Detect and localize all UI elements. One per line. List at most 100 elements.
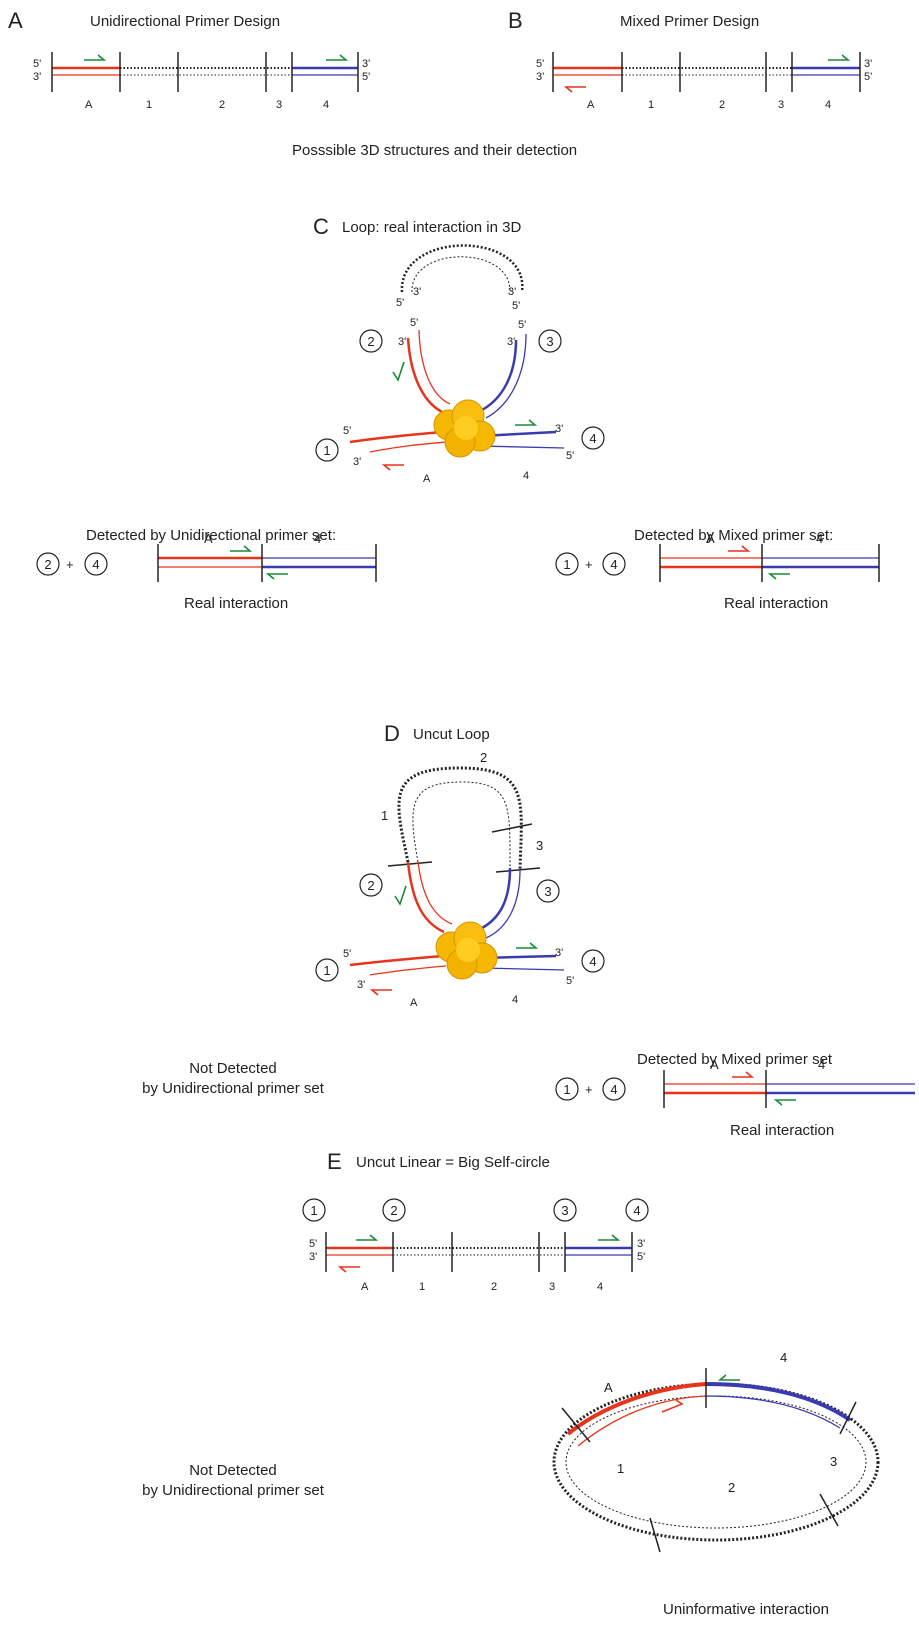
segment-label: 4 [816, 531, 823, 546]
panel-a-title: Unidirectional Primer Design [90, 13, 280, 30]
three-prime-label: 3' [33, 71, 41, 83]
three-prime-label: 3' [309, 1251, 317, 1263]
five-prime-label: 5' [343, 948, 351, 960]
site-number-badge [359, 329, 383, 353]
cut-site-tick [491, 823, 533, 833]
forward-primer-arrow [326, 54, 349, 61]
red-segment-a [349, 430, 443, 444]
five-prime-label: 5' [396, 297, 404, 309]
segment-label: 4 [512, 994, 518, 1006]
site-number: 4 [610, 1082, 617, 1097]
five-prime-label: 5' [33, 58, 41, 70]
five-prime-label: 5' [343, 425, 351, 437]
site-number: 4 [589, 954, 596, 969]
circle-red-segment-a [566, 1382, 707, 1436]
site-number-badge [581, 949, 605, 973]
site-number-badge [359, 873, 383, 897]
red-segment-a [369, 965, 447, 976]
figure-subtitle: Posssible 3D structures and their detect… [292, 142, 577, 159]
primer-arrow [394, 885, 407, 906]
blue-arm-strand [477, 867, 512, 932]
circle-red-segment-a [577, 1395, 707, 1447]
segment-label: 1 [381, 808, 388, 823]
segment-label: 4 [780, 1350, 787, 1365]
circle-blue-segment-4 [705, 1382, 852, 1422]
three-prime-label: 3' [353, 456, 361, 468]
segment-label: 3 [276, 99, 282, 111]
cut-site-tick [819, 1493, 839, 1527]
forward-primer-arrow [728, 545, 751, 552]
segment-label: 2 [728, 1480, 735, 1495]
red-arm-strand [406, 861, 445, 934]
segment-label: 2 [491, 1281, 497, 1293]
segment-label: 2 [480, 750, 487, 765]
segment-label: A [423, 473, 431, 485]
circle-blue-segment-4 [705, 1395, 841, 1429]
segment-label: 3 [536, 838, 543, 853]
plus-sign: + [585, 557, 593, 572]
five-prime-label: 5' [512, 300, 520, 312]
site-number: 4 [633, 1203, 640, 1218]
real-interaction-label: Real interaction [724, 595, 828, 612]
site-number-badge [602, 552, 626, 576]
segment-label: 2 [219, 99, 225, 111]
five-prime-label: 5' [637, 1251, 645, 1263]
panel-b: B Mixed Primer Design 5' 3' 3' 5' A 1 2 … [508, 8, 872, 111]
segment-label: A [410, 997, 418, 1009]
protein-complex [435, 921, 498, 980]
site-number: 1 [563, 1082, 570, 1097]
panel-d-title: Uncut Loop [413, 726, 490, 743]
reverse-primer-arrow [265, 573, 288, 580]
segment-label: 4 [597, 1281, 603, 1293]
red-arm-strand [417, 861, 453, 925]
site-number: 1 [563, 557, 570, 572]
segment-label: 1 [648, 99, 654, 111]
site-number: 4 [589, 431, 596, 446]
segment-label: 4 [323, 99, 329, 111]
segment-label: 4 [523, 470, 529, 482]
site-number: 3 [561, 1203, 568, 1218]
blue-segment-4 [479, 445, 565, 449]
site-number-badge [315, 958, 339, 982]
segment-label: 4 [818, 1057, 825, 1072]
loop-dotted-inner [411, 256, 511, 293]
reverse-primer-arrow [369, 989, 392, 996]
three-prime-label: 3' [398, 336, 406, 348]
forward-primer-arrow [84, 54, 107, 61]
panel-a: A Unidirectional Primer Design 5' 3' 3' … [8, 8, 370, 111]
three-prime-label: 3' [555, 423, 563, 435]
site-number-badge [555, 1077, 579, 1101]
site-number: 1 [323, 443, 330, 458]
site-number-badge [625, 1198, 649, 1222]
segment-label: A [604, 1380, 613, 1395]
three-prime-label: 3' [508, 286, 516, 298]
primer-arrow [661, 1399, 684, 1413]
three-prime-label: 3' [357, 979, 365, 991]
three-prime-label: 3' [536, 71, 544, 83]
five-prime-label: 5' [309, 1238, 317, 1250]
site-number: 1 [323, 963, 330, 978]
three-prime-label: 3' [362, 58, 370, 70]
cut-site-tick [561, 1407, 591, 1443]
site-number: 4 [92, 557, 99, 572]
site-number: 2 [44, 557, 51, 572]
cut-site-tick [387, 861, 433, 867]
circle-dotted-outer [552, 1382, 880, 1542]
uni-detection-title: Detected by Unidirectional primer set: [86, 527, 336, 544]
panel-b-letter: B [508, 8, 523, 33]
forward-primer-arrow [598, 1234, 621, 1241]
site-number-badge [382, 1198, 406, 1222]
blue-arm-strand [485, 869, 521, 939]
forward-primer-arrow [828, 54, 851, 61]
three-prime-label: 3' [555, 947, 563, 959]
red-arm-strand [418, 329, 451, 405]
site-number: 2 [367, 878, 374, 893]
three-prime-label: 3' [507, 336, 515, 348]
loop-dotted-outer [397, 766, 523, 871]
segment-label: A [587, 99, 595, 111]
five-prime-label: 5' [410, 317, 418, 329]
segment-label: 1 [419, 1281, 425, 1293]
segment-label: 3 [549, 1281, 555, 1293]
segment-label: 1 [146, 99, 152, 111]
